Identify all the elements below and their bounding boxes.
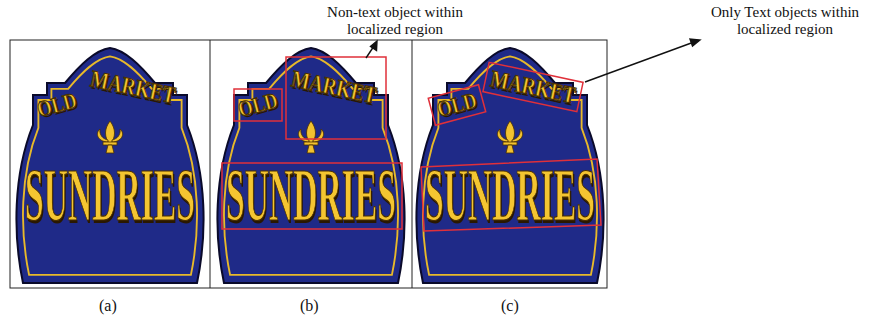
- sign-illustration: [217, 48, 404, 283]
- sign-text: OLD: [236, 89, 280, 121]
- panel-label: (a): [99, 297, 117, 315]
- bounding-box: [428, 85, 485, 126]
- sign-text: SUNDRIES: [25, 158, 195, 232]
- panel-label: (c): [501, 297, 519, 315]
- sign-text: MARKET: [488, 66, 577, 107]
- panel-frame: [10, 40, 607, 288]
- sign-text: MARKET: [88, 66, 177, 107]
- bounding-box: [234, 89, 282, 121]
- sign-text: MARKET: [289, 66, 378, 107]
- bounding-box: [483, 62, 583, 111]
- bounding-box: [286, 57, 386, 139]
- callout-text: Non-text object within localized region: [310, 4, 480, 38]
- sign-text: OLD: [435, 89, 479, 121]
- leader-arrow: [366, 41, 377, 58]
- sign-illustration: [416, 48, 603, 283]
- callout-text: Only Text objects within localized regio…: [709, 4, 861, 38]
- sign-illustration: [16, 48, 203, 283]
- leader-arrow: [585, 39, 700, 82]
- panel-label: (b): [300, 297, 319, 315]
- sign-text: SUNDRIES: [226, 158, 396, 232]
- sign-text: OLD: [35, 89, 79, 121]
- sign-text: SUNDRIES: [425, 158, 595, 232]
